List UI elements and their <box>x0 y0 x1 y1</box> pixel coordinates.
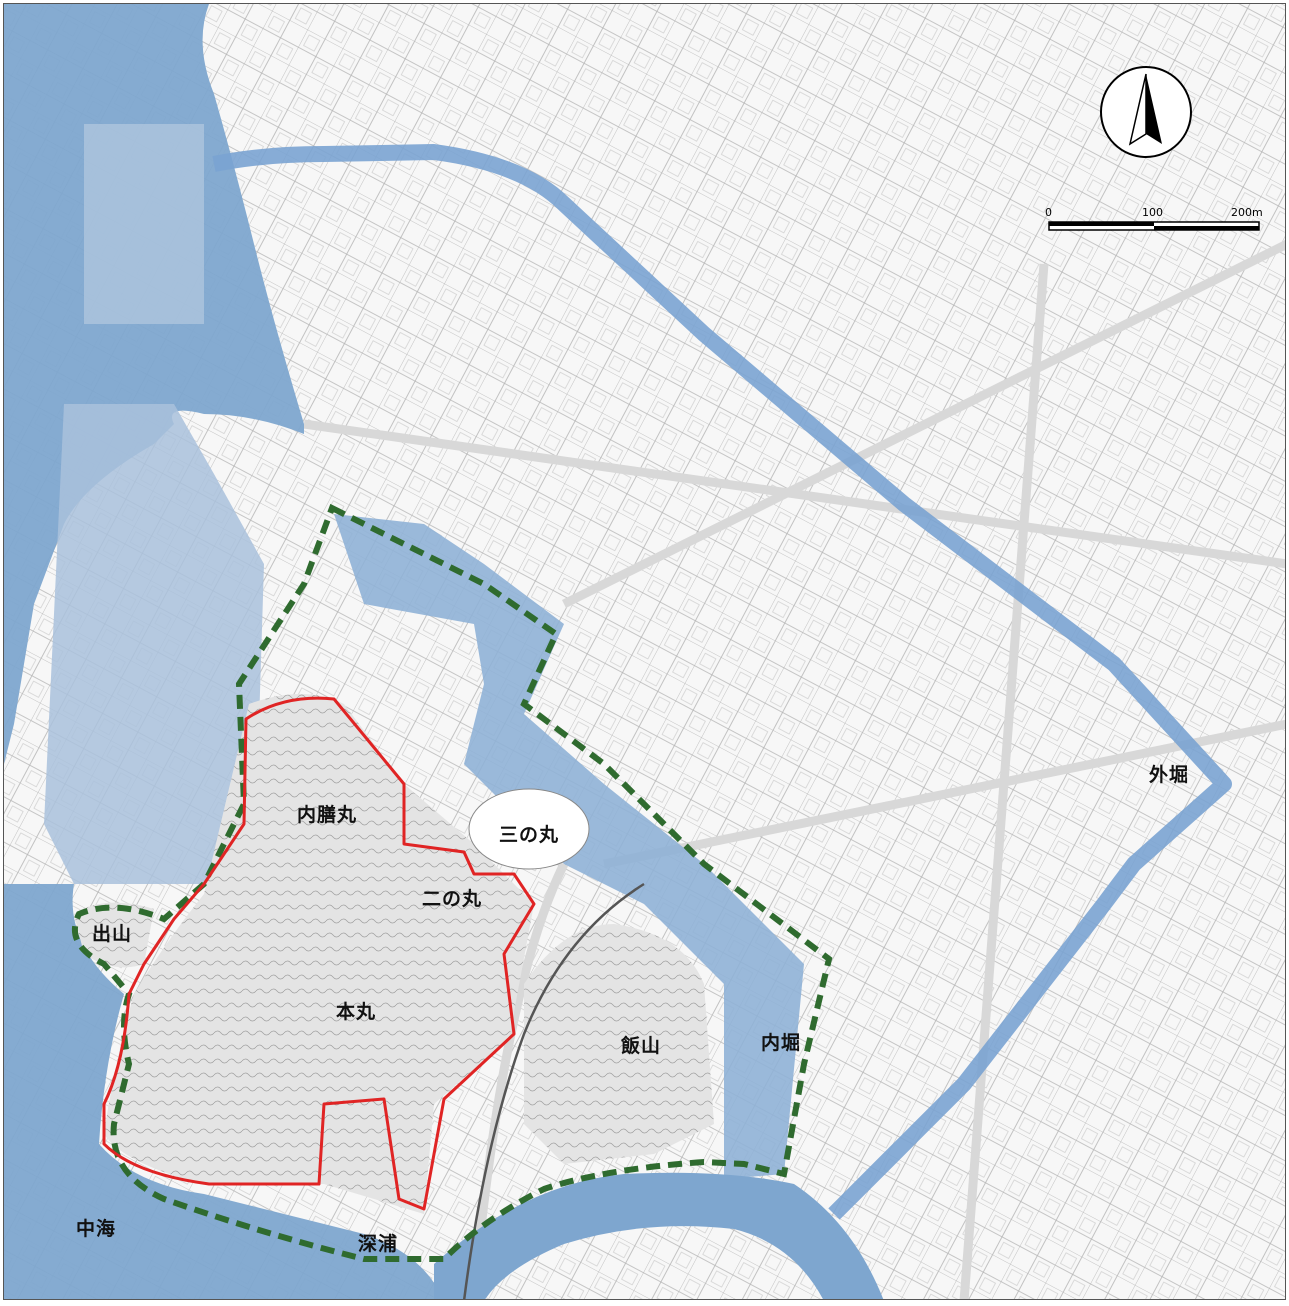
sotobori-line <box>212 144 1232 1220</box>
scale-tick-100: 100 <box>1142 206 1163 219</box>
castle-boundary <box>102 696 536 1211</box>
scale-bar: 0 100 200m <box>1045 206 1263 231</box>
castle-hill-terrain <box>104 694 534 1214</box>
north-arrow-icon <box>1100 66 1192 158</box>
scale-tick-200m: 200m <box>1231 206 1263 219</box>
deyama-terrain <box>74 902 154 968</box>
railway <box>463 882 645 1299</box>
label-ninomaru: 二の丸 <box>422 888 483 910</box>
label-deyama: 出山 <box>92 923 133 945</box>
label-uchibori: 内堀 <box>761 1032 802 1054</box>
label-uchizenmaru: 内膳丸 <box>297 804 358 826</box>
site-boundary <box>72 503 833 1262</box>
label-honmaru: 本丸 <box>336 1001 377 1023</box>
map-canvas: 0 100 200m <box>4 4 1285 1299</box>
sannomaru-field <box>468 788 590 870</box>
label-fukaura: 深浦 <box>358 1233 399 1255</box>
label-nakaumi: 中海 <box>76 1218 117 1240</box>
scale-tick-0: 0 <box>1045 206 1052 219</box>
label-sotobori: 外堀 <box>1149 764 1190 786</box>
major-roads <box>303 239 1285 1299</box>
south-river-water <box>434 1172 884 1299</box>
label-sannomaru: 三の丸 <box>499 824 560 846</box>
label-iiyama: 飯山 <box>621 1035 662 1057</box>
map-frame: 0 100 200m 内膳丸 三の丸 二の丸 本丸 出山 飯山 内堀 外堀 中海… <box>3 3 1286 1300</box>
iiyama-terrain <box>524 924 714 1164</box>
nakaumi-water <box>4 4 444 1299</box>
west-pier <box>84 124 204 324</box>
west-reclaimed-area <box>44 404 264 884</box>
